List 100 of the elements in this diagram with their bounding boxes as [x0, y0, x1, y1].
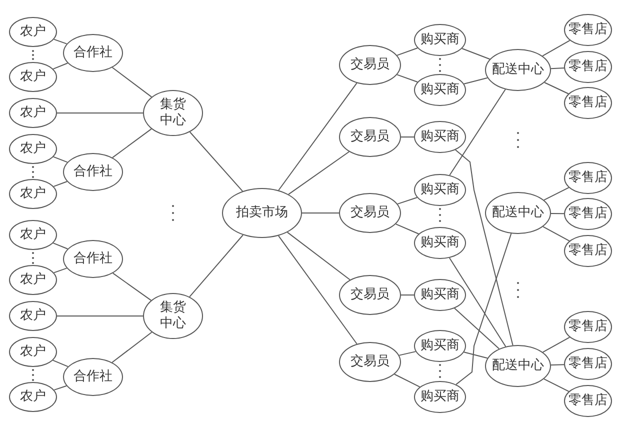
connector-line — [464, 77, 488, 84]
node-label: 配送中心 — [492, 62, 544, 78]
node-label: 农户 — [20, 24, 46, 40]
node-label: 购买商 — [420, 182, 460, 198]
ellipse-node — [414, 279, 466, 311]
ellipse-node — [339, 117, 401, 157]
connector-line — [53, 181, 68, 187]
node-label: 农户 — [20, 186, 46, 202]
connector-line — [189, 234, 244, 298]
connector-line — [394, 374, 420, 388]
node-label: 配送中心 — [492, 358, 544, 374]
connector-line — [550, 68, 565, 70]
connector-line — [400, 294, 414, 296]
connector-line — [543, 378, 570, 392]
connector-line — [52, 156, 68, 163]
ellipse-node — [414, 24, 466, 56]
connector-line — [53, 38, 68, 44]
connector-line — [542, 226, 570, 242]
ellipse-node — [564, 162, 612, 194]
node-label: 农户 — [20, 105, 46, 121]
ellipse-node — [485, 192, 551, 234]
node-label: 合作社 — [74, 251, 112, 267]
ellipse-node — [143, 90, 203, 136]
node-label: 购买商 — [420, 235, 460, 251]
ellipse-node — [9, 265, 57, 295]
connector-line — [302, 212, 340, 214]
connector-line — [112, 67, 152, 98]
ellipse-node — [143, 293, 203, 339]
connector-line — [52, 62, 68, 70]
node-label: 交易员 — [350, 129, 390, 145]
ellipse-node — [63, 153, 123, 191]
ellipse-node — [9, 62, 57, 92]
node-label: 购买商 — [420, 32, 460, 48]
ellipse-node — [414, 174, 466, 206]
ellipse-node — [414, 330, 466, 362]
ellipse-node — [63, 240, 123, 278]
ellipse-node — [9, 134, 57, 164]
node-label: 农户 — [20, 141, 46, 157]
node-label: 交易员 — [350, 287, 390, 303]
node-label: 农户 — [20, 308, 46, 324]
ellipse-node — [9, 337, 57, 367]
connector-line — [278, 82, 358, 191]
connector-line — [112, 332, 152, 363]
ellipse-node — [485, 345, 551, 387]
node-label: 农户 — [20, 272, 46, 288]
ellipse-node — [63, 358, 123, 396]
connector-line — [112, 272, 152, 301]
connector-line — [395, 224, 420, 234]
connector-line — [550, 212, 564, 214]
node-label: 零售店 — [568, 356, 608, 372]
node-label: 交易员 — [350, 57, 390, 73]
node-label: 集货中心 — [159, 300, 187, 332]
node-label: 合作社 — [74, 45, 112, 61]
node-label: 购买商 — [420, 338, 460, 354]
node-label: 零售店 — [568, 243, 608, 259]
connector-line — [189, 132, 244, 192]
node-label: 配送中心 — [492, 205, 544, 221]
ellipse-node — [564, 87, 612, 119]
ellipse-node — [9, 98, 57, 128]
connector-line — [288, 151, 350, 195]
ellipse-node — [564, 14, 612, 46]
ellipse-node — [414, 381, 466, 413]
ellipse-node — [339, 193, 401, 233]
node-label: 合作社 — [74, 164, 112, 180]
node-label: 交易员 — [350, 354, 390, 370]
ellipse-node — [9, 220, 57, 250]
ellipse-node — [564, 348, 612, 380]
connector-line — [454, 308, 500, 350]
connector-line — [112, 128, 152, 158]
connector-line — [543, 187, 570, 201]
ellipse-node — [564, 51, 612, 83]
connector-line — [449, 88, 506, 176]
ellipse-node — [63, 34, 123, 72]
connector-line — [53, 268, 68, 274]
connector-line — [456, 233, 512, 385]
node-label: 购买商 — [420, 389, 460, 405]
node-label: 购买商 — [420, 129, 460, 145]
connector-line — [52, 360, 68, 368]
node-label: 农户 — [20, 389, 46, 405]
ellipse-node — [339, 342, 401, 382]
connector-line — [286, 232, 350, 280]
node-label: 拍卖市场 — [236, 205, 288, 221]
connector-line — [454, 149, 514, 346]
connector-line — [278, 235, 358, 344]
ellipse-node — [564, 235, 612, 267]
node-label: 合作社 — [74, 369, 112, 385]
node-label: 农户 — [20, 227, 46, 243]
connector-line — [544, 82, 569, 94]
ellipse-node — [339, 275, 401, 315]
connector-line — [542, 336, 570, 353]
connector-line — [462, 48, 490, 60]
node-label: 零售店 — [568, 393, 608, 409]
ellipse-node — [9, 301, 57, 331]
node-label: 零售店 — [568, 170, 608, 186]
node-label: 农户 — [20, 69, 46, 85]
connector-line — [400, 136, 414, 138]
connector-line — [448, 257, 506, 348]
ellipse-node — [339, 45, 401, 85]
node-label: 农户 — [20, 344, 46, 360]
connector-line — [396, 48, 418, 56]
